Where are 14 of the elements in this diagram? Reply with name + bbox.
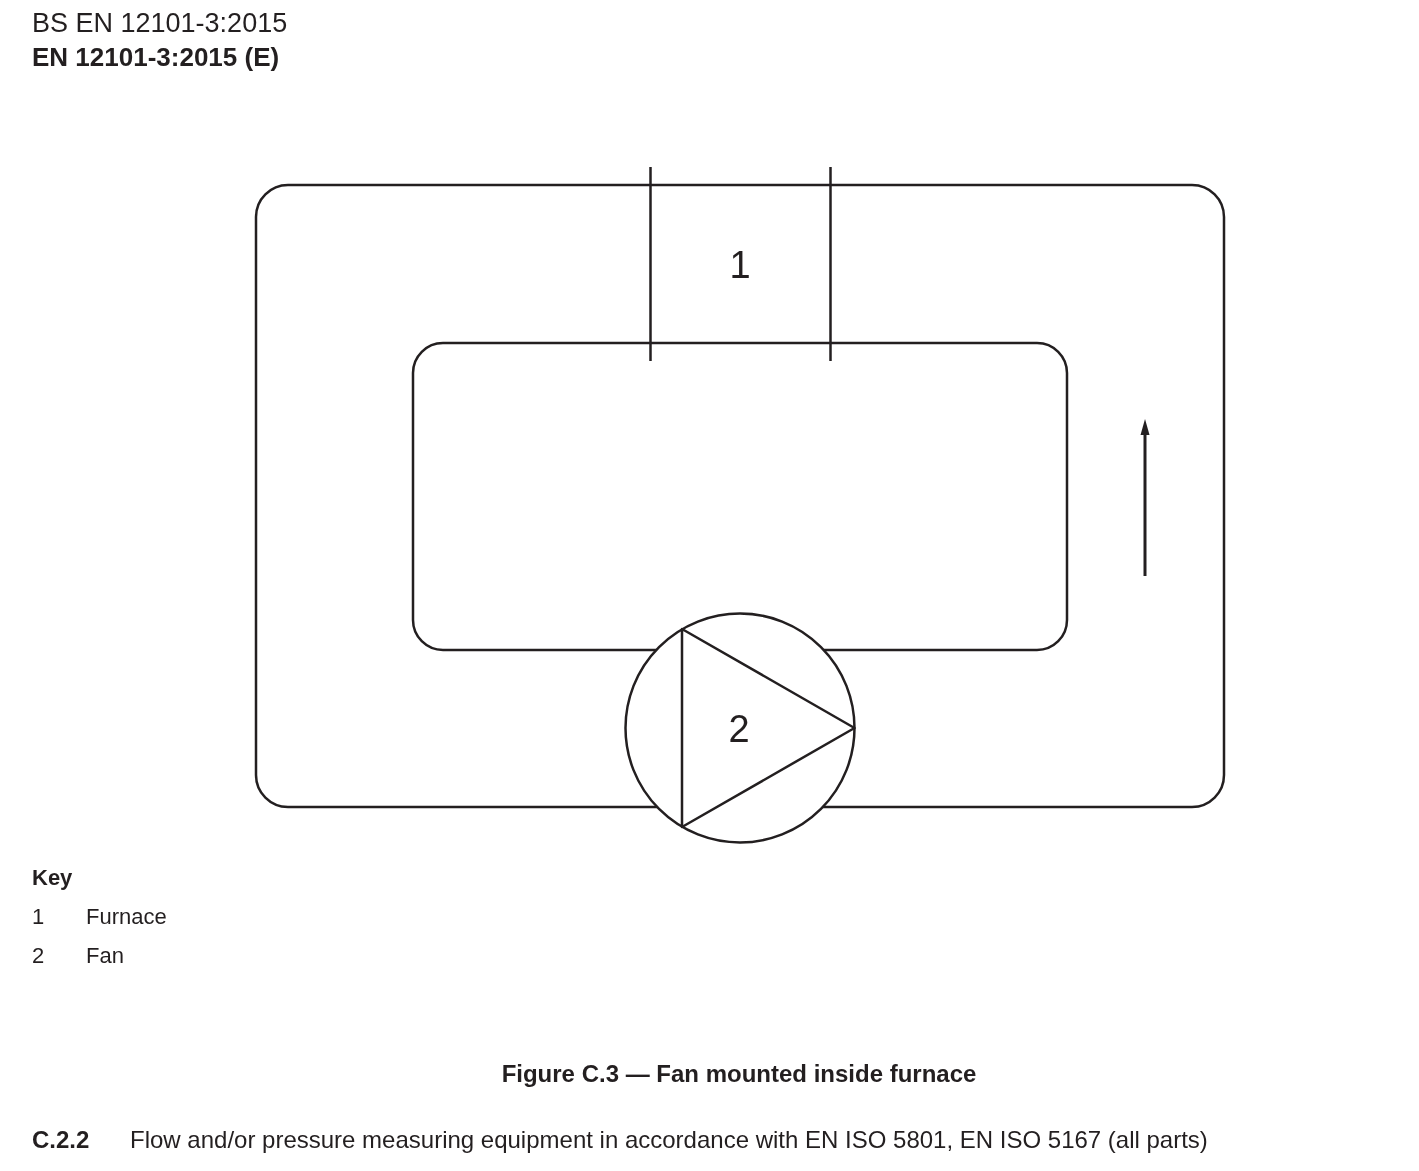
key-number: 2 <box>32 945 45 967</box>
key-number: 1 <box>32 906 45 928</box>
figure-caption: Figure C.3 — Fan mounted inside furnace <box>501 1062 977 1086</box>
key-text: Furnace <box>86 906 167 928</box>
standard-number: EN 12101-3:2015 (E) <box>32 44 280 70</box>
callout-number: 1 <box>729 246 751 284</box>
standard-number: BS EN 12101-3:2015 <box>32 9 288 37</box>
fan-symbol <box>624 612 856 844</box>
furnace-section <box>649 167 832 361</box>
key-text: Fan <box>86 945 124 967</box>
key-heading: Key <box>32 867 73 889</box>
callout-number: 2 <box>728 710 750 748</box>
clause-text: Flow and/or pressure measuring equipment in accordance with EN ISO 5801, EN ISO 5167 (all parts) <box>130 1128 1208 1152</box>
clause-number: C.2.2 <box>32 1128 90 1152</box>
